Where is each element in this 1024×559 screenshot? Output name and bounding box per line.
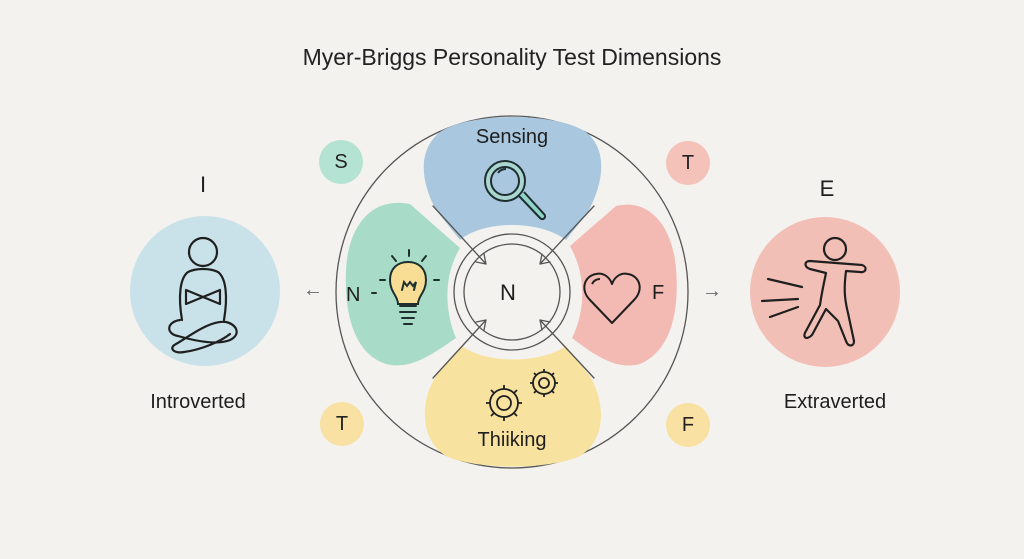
page-title: Myer-Briggs Personality Test Dimensions xyxy=(302,44,722,70)
introvert-circle xyxy=(130,216,280,366)
lightbulb-icon xyxy=(371,249,440,325)
arrow-right-icon: → xyxy=(702,280,722,302)
heart-icon xyxy=(583,272,641,324)
extravert-circle xyxy=(750,217,900,367)
introvert-label: Introverted xyxy=(150,391,246,413)
introvert-letter: I xyxy=(199,172,207,197)
center-letter: N xyxy=(500,280,516,305)
energetic-person-icon xyxy=(760,236,867,347)
quadrant-intuition xyxy=(345,202,460,366)
badge-s: S xyxy=(319,140,363,184)
extravert-letter: E xyxy=(819,176,835,201)
badge-t-bottom: T xyxy=(320,402,364,446)
quadrant-thinking-label: Thiiking xyxy=(477,429,547,451)
meditating-person-icon xyxy=(168,236,238,354)
badge-t-top: T xyxy=(666,141,710,185)
badge-f: F xyxy=(666,403,710,447)
gears-icon xyxy=(486,369,558,421)
quadrant-sensing-label: Sensing xyxy=(475,126,549,148)
arrow-left-icon: ← xyxy=(303,279,323,301)
magnifying-glass-icon xyxy=(484,160,547,221)
extravert-label: Extraverted xyxy=(783,391,887,413)
quadrant-feeling-letter: F xyxy=(652,282,665,304)
quadrant-intuition-letter: N xyxy=(346,284,360,306)
